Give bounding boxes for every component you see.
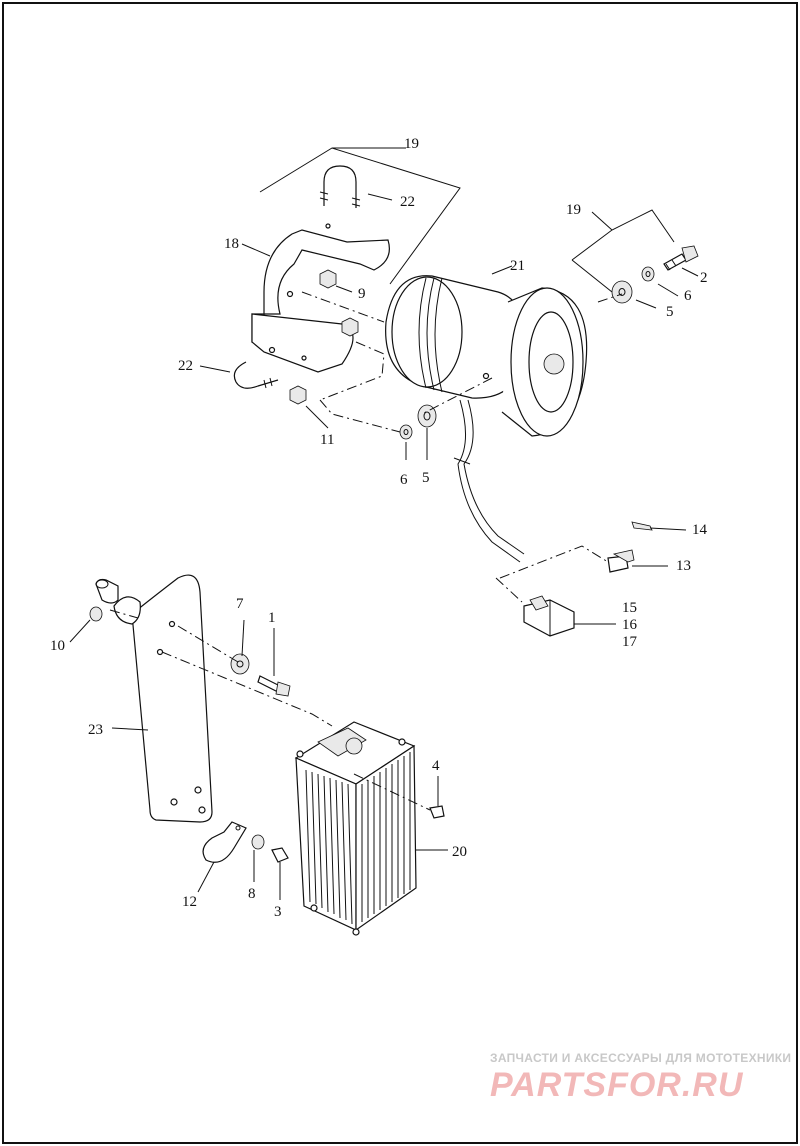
callout-23: 23 (88, 722, 103, 738)
callout-14: 14 (692, 522, 708, 538)
nut-10 (89, 606, 103, 622)
callout-2: 2 (700, 270, 708, 286)
screw-3 (271, 847, 289, 863)
callout-17: 17 (622, 634, 638, 650)
clamp-12 (202, 821, 247, 863)
screw-4 (429, 805, 445, 819)
callout-10: 10 (50, 638, 65, 654)
callout-8: 8 (248, 886, 256, 902)
nut-11 (289, 385, 307, 405)
washer-5-upper (611, 280, 633, 304)
washer-7 (230, 653, 250, 675)
bolt-1 (257, 675, 291, 697)
callout-22-upper: 22 (400, 194, 415, 210)
watermark: ЗАПЧАСТИ И АКСЕССУАРЫ ДЛЯ МОТОТЕХНИКИ PA… (490, 1051, 791, 1104)
u-bolt-upper (319, 165, 361, 208)
callout-9: 9 (358, 286, 366, 302)
callout-19-left: 19 (404, 136, 419, 152)
callout-6-upper: 6 (684, 288, 692, 304)
connector-15-17 (523, 595, 575, 637)
callout-18: 18 (224, 236, 239, 252)
washer-5-lower (417, 404, 437, 428)
leader-lines (69, 147, 699, 900)
callout-7: 7 (236, 596, 244, 612)
washer-8 (251, 834, 265, 850)
bolt-2 (663, 245, 699, 271)
callout-21: 21 (510, 258, 525, 274)
callout-15: 15 (622, 600, 637, 616)
siren-wires (453, 399, 525, 563)
siren-horn (385, 275, 588, 437)
callout-5-upper: 5 (666, 304, 674, 320)
cooling-fins (305, 752, 411, 925)
assembly-lines (109, 291, 623, 811)
connector-13 (607, 549, 635, 573)
callout-11: 11 (320, 432, 334, 448)
callout-3: 3 (274, 904, 282, 920)
callout-13: 13 (676, 558, 691, 574)
callout-6-lower: 6 (400, 472, 408, 488)
callout-20: 20 (452, 844, 467, 860)
washer-6-upper (641, 266, 655, 282)
terminal-14 (631, 521, 653, 531)
watermark-subtitle: ЗАПЧАСТИ И АКСЕССУАРЫ ДЛЯ МОТОТЕХНИКИ (490, 1051, 791, 1065)
callout-22-lower: 22 (178, 358, 193, 374)
callout-19-right: 19 (566, 202, 581, 218)
watermark-brand: PARTSFOR.RU (490, 1066, 744, 1104)
callout-1: 1 (268, 610, 276, 626)
callout-12: 12 (182, 894, 197, 910)
nut-9 (319, 269, 359, 337)
u-bolt-lower (233, 361, 279, 389)
washer-6-lower (399, 424, 413, 440)
callout-4: 4 (432, 758, 440, 774)
mounting-plate (113, 574, 213, 823)
callout-16: 16 (622, 617, 638, 633)
callout-labels: 1 2 3 4 5 5 6 6 7 8 9 10 11 12 13 14 15 … (50, 136, 708, 920)
callout-5-lower: 5 (422, 470, 430, 486)
spacer-tube (95, 578, 119, 604)
siren-amplifier-module (294, 721, 417, 936)
siren-bracket (251, 223, 390, 373)
